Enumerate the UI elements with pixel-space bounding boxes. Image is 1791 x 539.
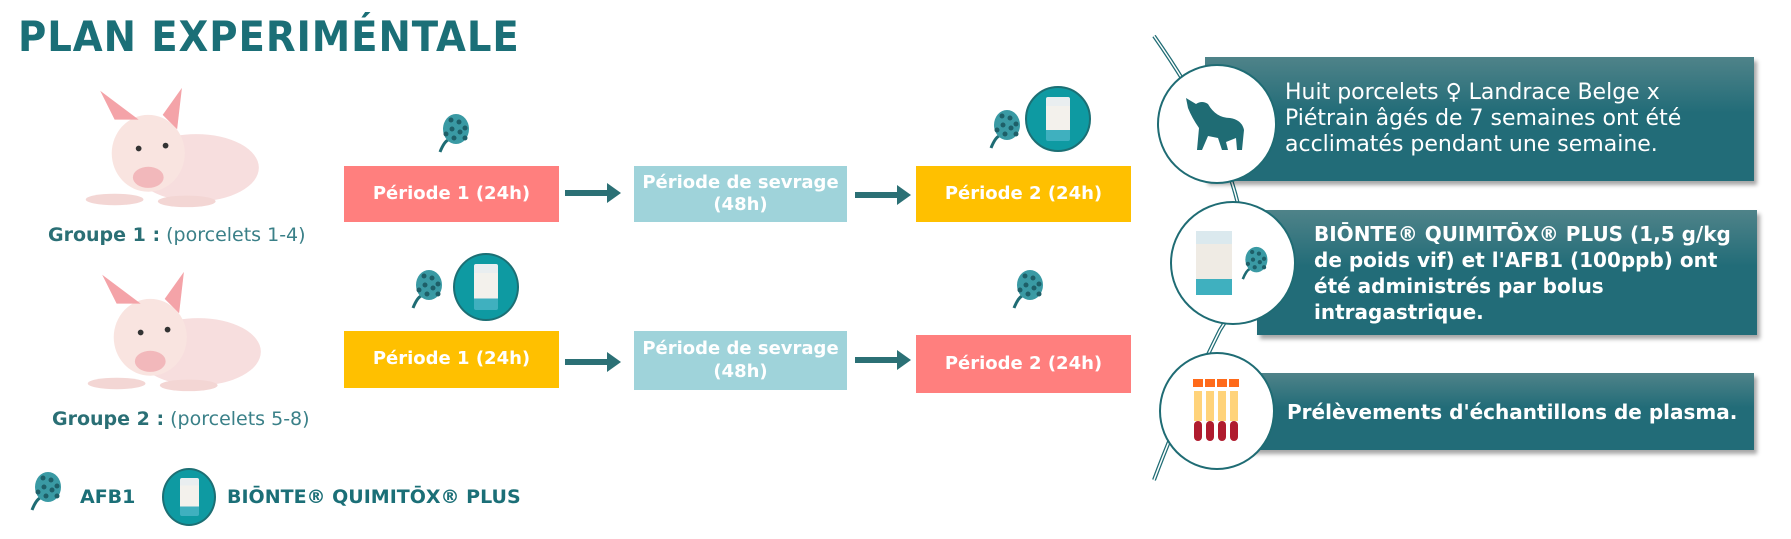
product-legend-icon [162,468,216,526]
page-title: PLAN EXPERIMÉNTALE [18,12,520,61]
panel-text: Huit porcelets ♀ Landrace Belge x Piétra… [1285,80,1682,157]
arrow-icon [855,185,911,205]
panel-text: Prélèvements d'échantillons de plasma. [1287,399,1738,424]
product-bag-icon [1025,86,1091,152]
group-1-label: Groupe 1 : (porcelets 1-4) [48,224,306,246]
blood-tubes-icon [1159,352,1275,470]
arrow-icon [565,352,621,372]
piglet-image [72,270,267,395]
legend-product-label: BIŌNTE® QUIMITŌX® PLUS [227,486,521,508]
arrow-icon [565,183,621,203]
group-1-step-period-1: Période 1 (24h) [344,166,559,222]
afb1-icon [432,112,472,154]
info-panel-treatment: BIŌNTE® QUIMITŌX® PLUS (1,5 g/kg de poid… [1257,210,1757,335]
group-label-rest: (porcelets 1-4) [160,224,306,246]
arrow-icon [855,350,911,370]
afb1-legend-icon [24,470,64,512]
product-and-afb1-icon [1170,201,1296,325]
group-label-rest: (porcelets 5-8) [164,408,310,430]
group-label-bold: Groupe 1 : [48,224,161,246]
afb1-icon [405,268,445,310]
group-2-label: Groupe 2 : (porcelets 5-8) [52,408,310,430]
group-2-step-period-1: Période 1 (24h) [344,331,559,388]
afb1-icon [1006,268,1046,310]
group-2-step-period-2: Période 2 (24h) [916,335,1131,393]
group-label-bold: Groupe 2 : [52,408,165,430]
group-2-step-weaning: Période de sevrage (48h) [634,331,847,390]
piglet-image [70,86,265,211]
group-1-step-weaning: Période de sevrage (48h) [634,166,847,222]
panel-text: BIŌNTE® QUIMITŌX® PLUS (1,5 g/kg de poid… [1314,221,1731,324]
info-panel-animals: Huit porcelets ♀ Landrace Belge x Piétra… [1205,57,1754,181]
info-panel-sampling: Prélèvements d'échantillons de plasma. [1245,373,1754,450]
legend-afb1-label: AFB1 [80,486,136,508]
pig-silhouette-icon [1157,64,1277,184]
afb1-icon [1236,244,1270,282]
product-bag-icon [1196,231,1232,295]
group-1-step-period-2: Période 2 (24h) [916,166,1131,222]
afb1-icon [983,108,1023,150]
product-bag-icon [453,253,519,321]
